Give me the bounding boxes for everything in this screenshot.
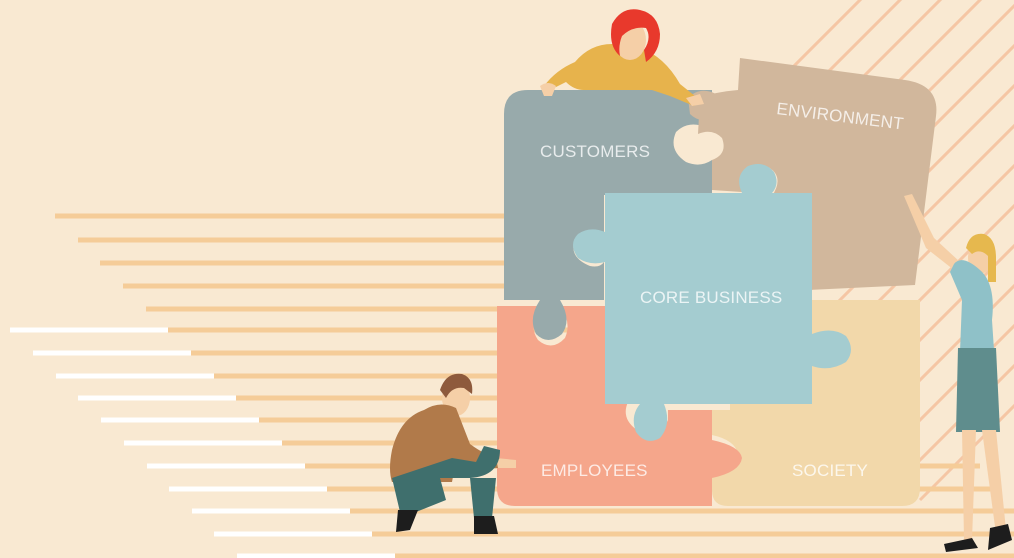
label-society: SOCIETY	[792, 461, 868, 480]
puzzle-piece-customers	[504, 90, 712, 340]
puzzle-piece-employees	[497, 306, 742, 506]
puzzle-piece-core-business	[573, 164, 851, 441]
person-kneeling-man	[390, 373, 516, 534]
person-right-woman	[904, 194, 1012, 552]
label-employees: EMPLOYEES	[541, 461, 648, 480]
person-top-woman	[540, 9, 704, 106]
label-core-business: CORE BUSINESS	[640, 288, 782, 307]
label-customers: CUSTOMERS	[540, 142, 650, 161]
